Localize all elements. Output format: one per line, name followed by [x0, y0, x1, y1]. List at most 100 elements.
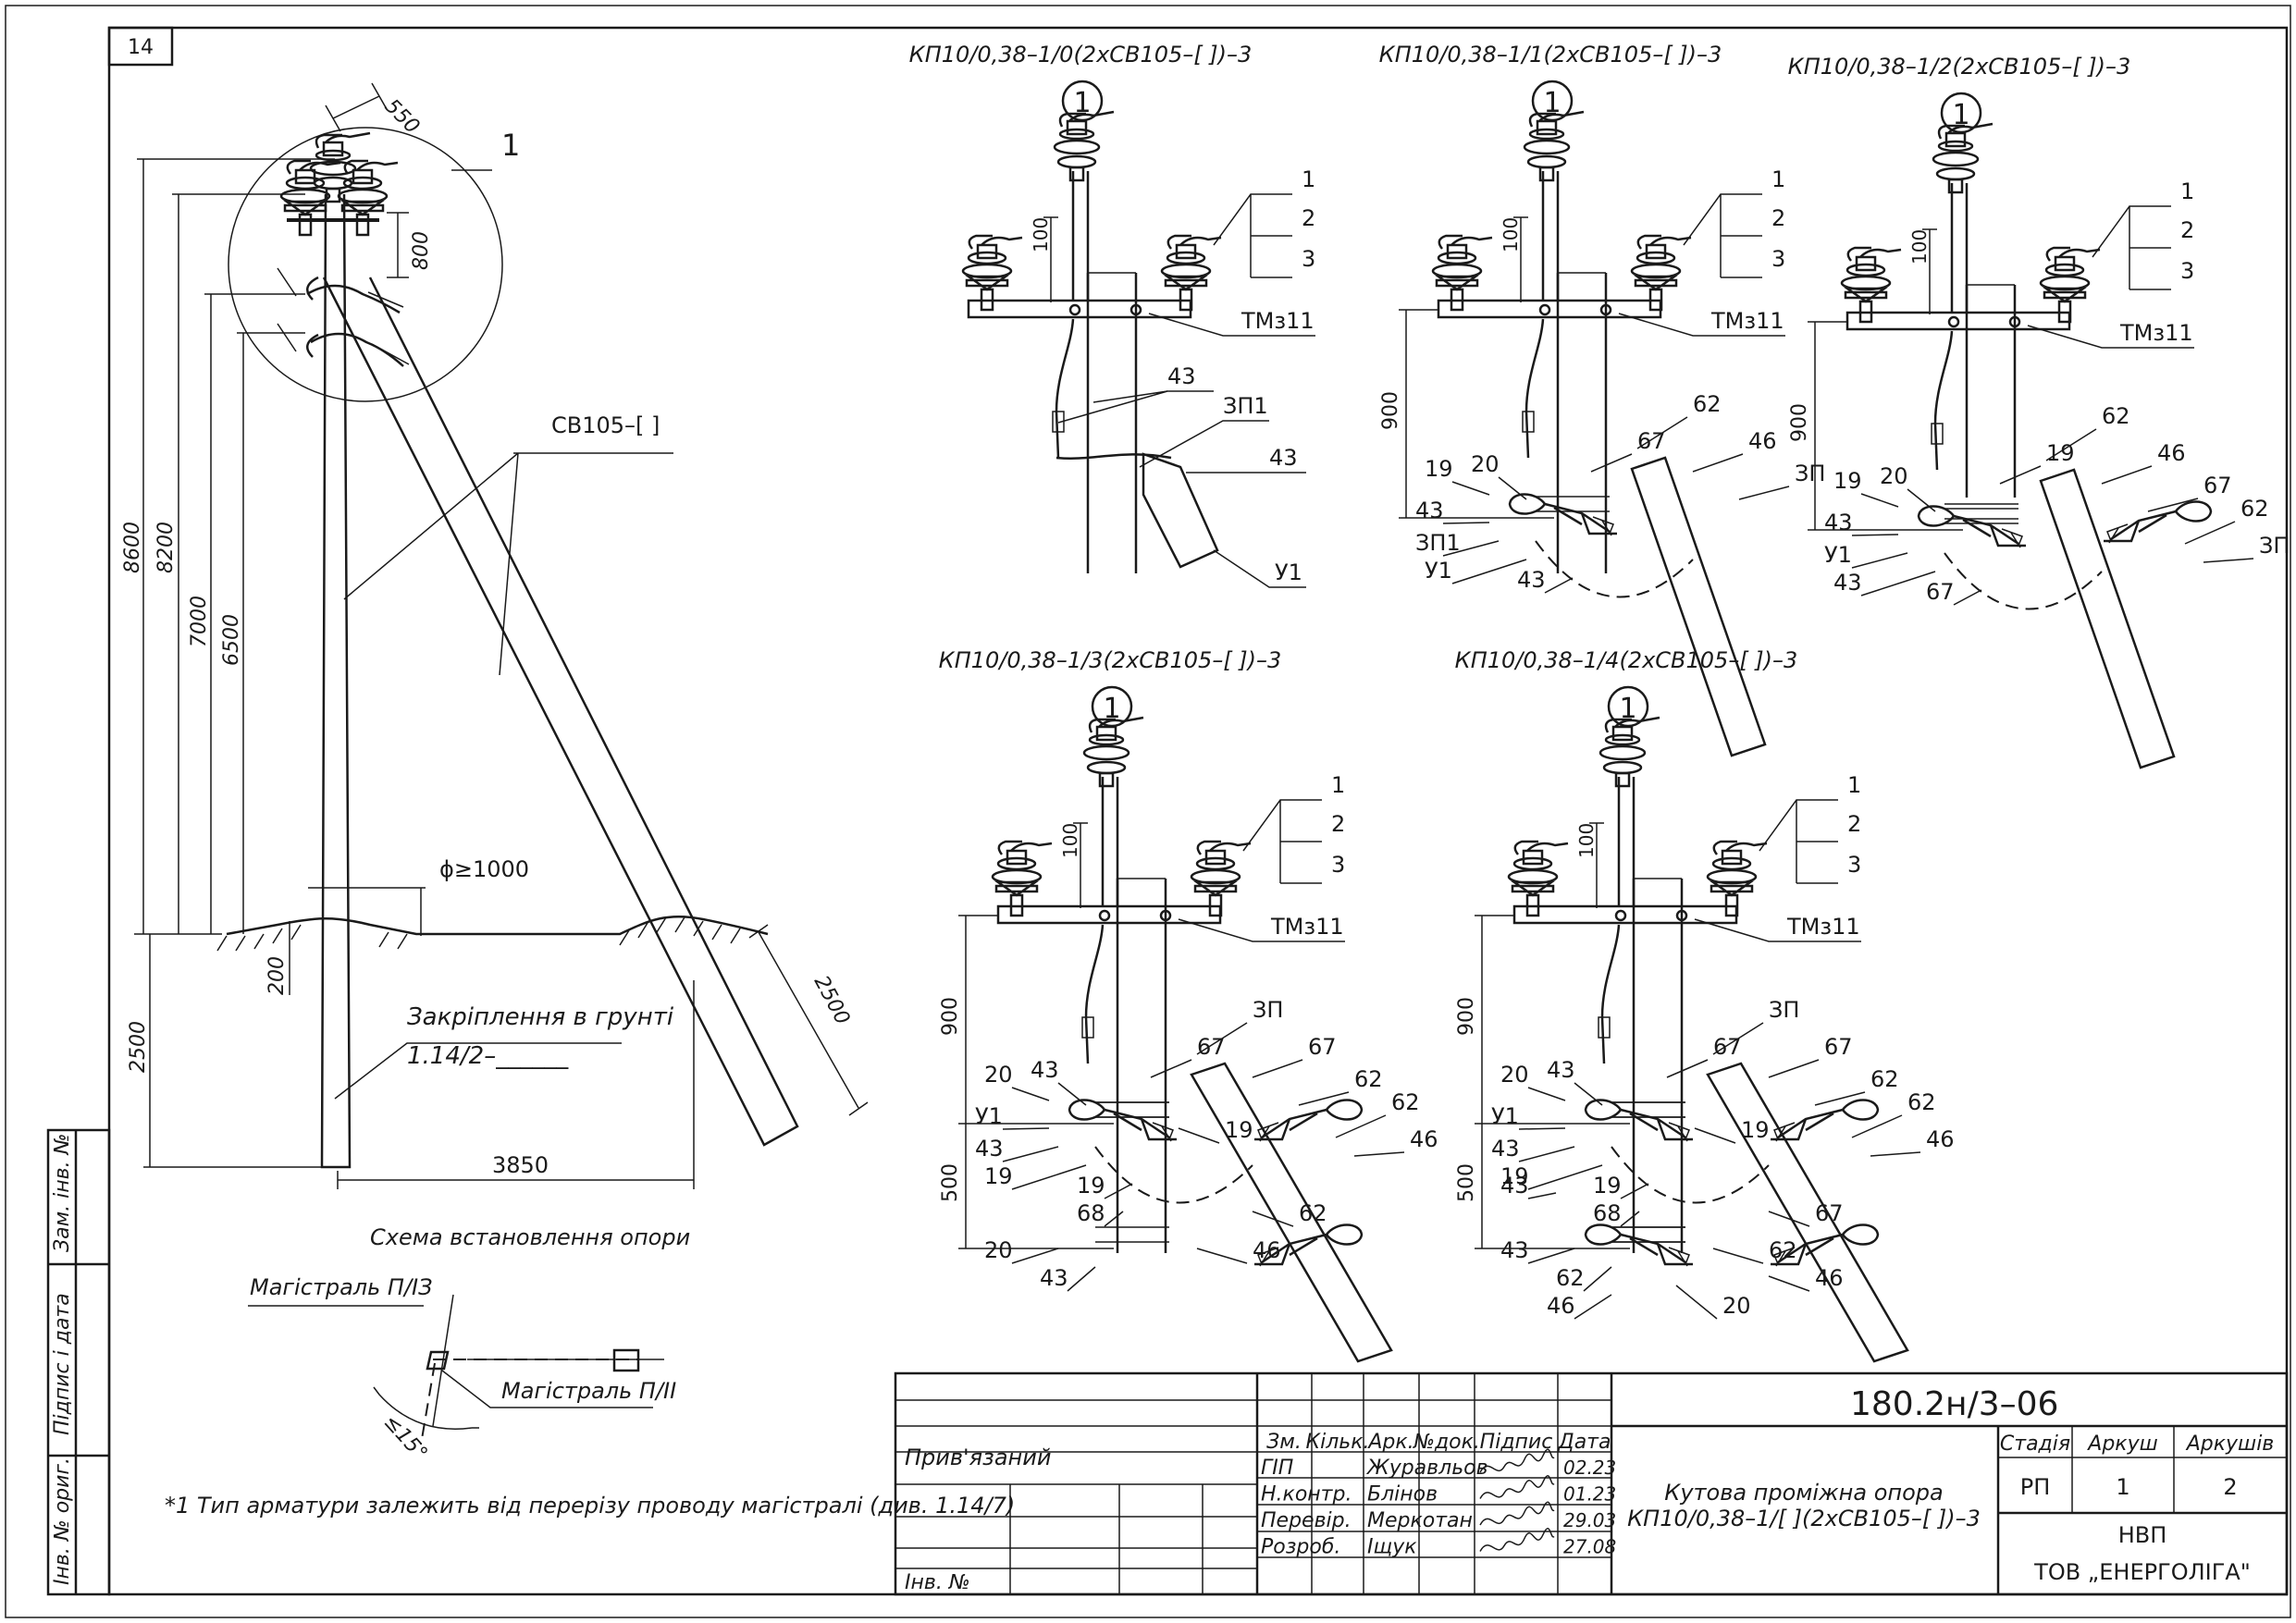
label-6: 43 [1547, 1057, 1575, 1083]
sheet-number: 14 [128, 36, 154, 59]
label-14: 62 [1354, 1066, 1383, 1092]
sheet-header: Аркуш [2086, 1432, 2157, 1456]
dim-6500: 6500 [220, 614, 243, 666]
label-6: 20 [1471, 451, 1500, 477]
outer-frame [5, 5, 2291, 1618]
dim-900: 900 [1379, 391, 1402, 430]
tmz-label: ТМз11 [2119, 320, 2193, 346]
label-7: 43 [1415, 498, 1444, 523]
variant-title: КП10/0,38–1/4(2хСВ105–[ ])–3 [1455, 647, 1798, 673]
label-14: 67 [2203, 473, 2232, 498]
dim-500: 500 [939, 1163, 962, 1202]
desc-line2: КП10/0,38–1/[ ](2хСВ105–[ ])–3 [1627, 1506, 1981, 1531]
tb-role-3: Розроб. [1261, 1536, 1340, 1559]
dim-200: 200 [265, 956, 289, 995]
dim-2500-vertical: 2500 [127, 1021, 150, 1073]
label-2: 2 [1331, 811, 1345, 837]
side-stamp: Зам. інв. № Підпис і дата Інв. № ориг. [46, 1128, 111, 1596]
main-scheme: 1 550 800 8600 8200 7000 6500 2500 200 ϕ… [121, 82, 869, 1250]
title-block: Прив'язаний Інв. № Зм.Кільк.Арк.№док.Під… [894, 1371, 2289, 1596]
label-10: 19 [1077, 1173, 1105, 1199]
label-12: 62 [1693, 391, 1722, 417]
label-12: 62 [2102, 403, 2130, 429]
variant-circle: 1 [1103, 693, 1120, 725]
stage-value: РП [2020, 1474, 2051, 1500]
label-3: 3 [1331, 852, 1345, 878]
label-23: 62 [1556, 1265, 1585, 1291]
angle-value: ≤15° [379, 1410, 432, 1465]
label-1: 1 [1771, 166, 1785, 192]
label-22: 62 [1769, 1237, 1797, 1263]
variant-circle: 1 [1543, 87, 1561, 119]
label-1: 1 [1847, 772, 1861, 798]
tb-date-3: 27.08 [1563, 1536, 1616, 1558]
label-1: 1 [1331, 772, 1345, 798]
label-16: ЗП [2259, 533, 2290, 559]
label-8: 43 [975, 1136, 1004, 1162]
label-5: 20 [1500, 1062, 1529, 1088]
variant-title: КП10/0,38–1/0(2хСВ105–[ ])–3 [909, 42, 1253, 68]
tb-header-2: Арк. [1366, 1431, 1413, 1454]
label-18: 19 [1741, 1117, 1770, 1143]
variant-circle: 1 [1952, 99, 1969, 131]
tmz-label: ТМз11 [1710, 308, 1784, 334]
dim-100: 100 [1908, 229, 1931, 264]
label-10: 43 [1517, 567, 1546, 593]
tb-name-0: Журавльов [1365, 1457, 1488, 1480]
grounding-title: Закріплення в грунті [407, 1003, 674, 1031]
label-12: ЗП [1253, 997, 1283, 1023]
label-21: 20 [984, 1237, 1013, 1263]
label-15: 62 [2240, 496, 2269, 522]
variant-title: КП10/0,38–1/2(2хСВ105–[ ])–3 [1788, 54, 2131, 80]
label-11: 67 [1197, 1034, 1226, 1060]
dim-8600: 8600 [121, 522, 144, 573]
variant-0: КП10/0,38–1/0(2хСВ105–[ ])–31100123ТМз11… [909, 42, 1315, 588]
tb-role-1: Н.контр. [1261, 1483, 1352, 1506]
label-25: 46 [1547, 1293, 1575, 1319]
dim-8200: 8200 [154, 522, 178, 573]
side-sign-date: Підпис і дата [51, 1293, 74, 1435]
label-19: 68 [1077, 1200, 1105, 1226]
label-1: 1 [2180, 178, 2194, 204]
variants-layer: КП10/0,38–1/0(2хСВ105–[ ])–3 1 100 1 2 3 ТМз11… [909, 42, 2290, 1363]
label-2: 2 [1302, 205, 1315, 231]
side-inv-zam: Зам. інв. № [51, 1134, 74, 1253]
label-12: ЗП [1769, 997, 1799, 1023]
variant-circle: 1 [1073, 87, 1091, 119]
dim-phi: ϕ≥1000 [439, 856, 529, 882]
label-14: ЗП [1795, 461, 1825, 486]
grounding-ref: 1.14/2–______ [407, 1042, 569, 1070]
dim-3850: 3850 [492, 1152, 549, 1178]
sheet-value: 1 [2116, 1474, 2129, 1500]
label-15: 62 [1907, 1089, 1936, 1115]
dim-800: 800 [410, 231, 433, 270]
label-13: 46 [1748, 428, 1777, 454]
tmz-label: ТМз11 [1241, 308, 1315, 334]
dim-900: 900 [1455, 997, 1478, 1036]
dim-550: 550 [380, 95, 424, 139]
main-l1: Магістраль П/ІІ [501, 1378, 676, 1404]
label-8: ЗП1 [1415, 530, 1461, 556]
org2: ТОВ „ЕНЕРГОЛІГА" [2033, 1559, 2251, 1585]
label-5: 20 [984, 1062, 1013, 1088]
dim-100: 100 [1575, 823, 1598, 858]
tb-date-2: 29.03 [1563, 1509, 1616, 1531]
label-5: 19 [1425, 456, 1453, 482]
org1: НВП [2118, 1522, 2167, 1548]
label-9: 19 [984, 1163, 1013, 1189]
dim-500: 500 [1455, 1163, 1478, 1202]
label-13: 67 [1824, 1034, 1853, 1060]
dim-900: 900 [1788, 403, 1811, 442]
tb-header-5: Дата [1558, 1431, 1611, 1454]
label-7: У1 [975, 1103, 1003, 1129]
label-2: 2 [1847, 811, 1861, 837]
variant-1: КП10/0,38–1/1(2хСВ105–[ ])–31100123ТМз11… [1379, 42, 1825, 757]
stage-header: Стадія [2000, 1432, 2070, 1456]
dim-7000: 7000 [188, 596, 211, 647]
label-14: 62 [1870, 1066, 1899, 1092]
label-1: 1 [1302, 166, 1315, 192]
variant-2: КП10/0,38–1/2(2хСВ105–[ ])–31100123ТМз11… [1788, 54, 2290, 769]
footnote: *1 Тип арматури залежить від перерізу пр… [165, 1493, 1015, 1518]
variant-circle: 1 [1619, 693, 1636, 725]
dim-100: 100 [1030, 217, 1052, 252]
